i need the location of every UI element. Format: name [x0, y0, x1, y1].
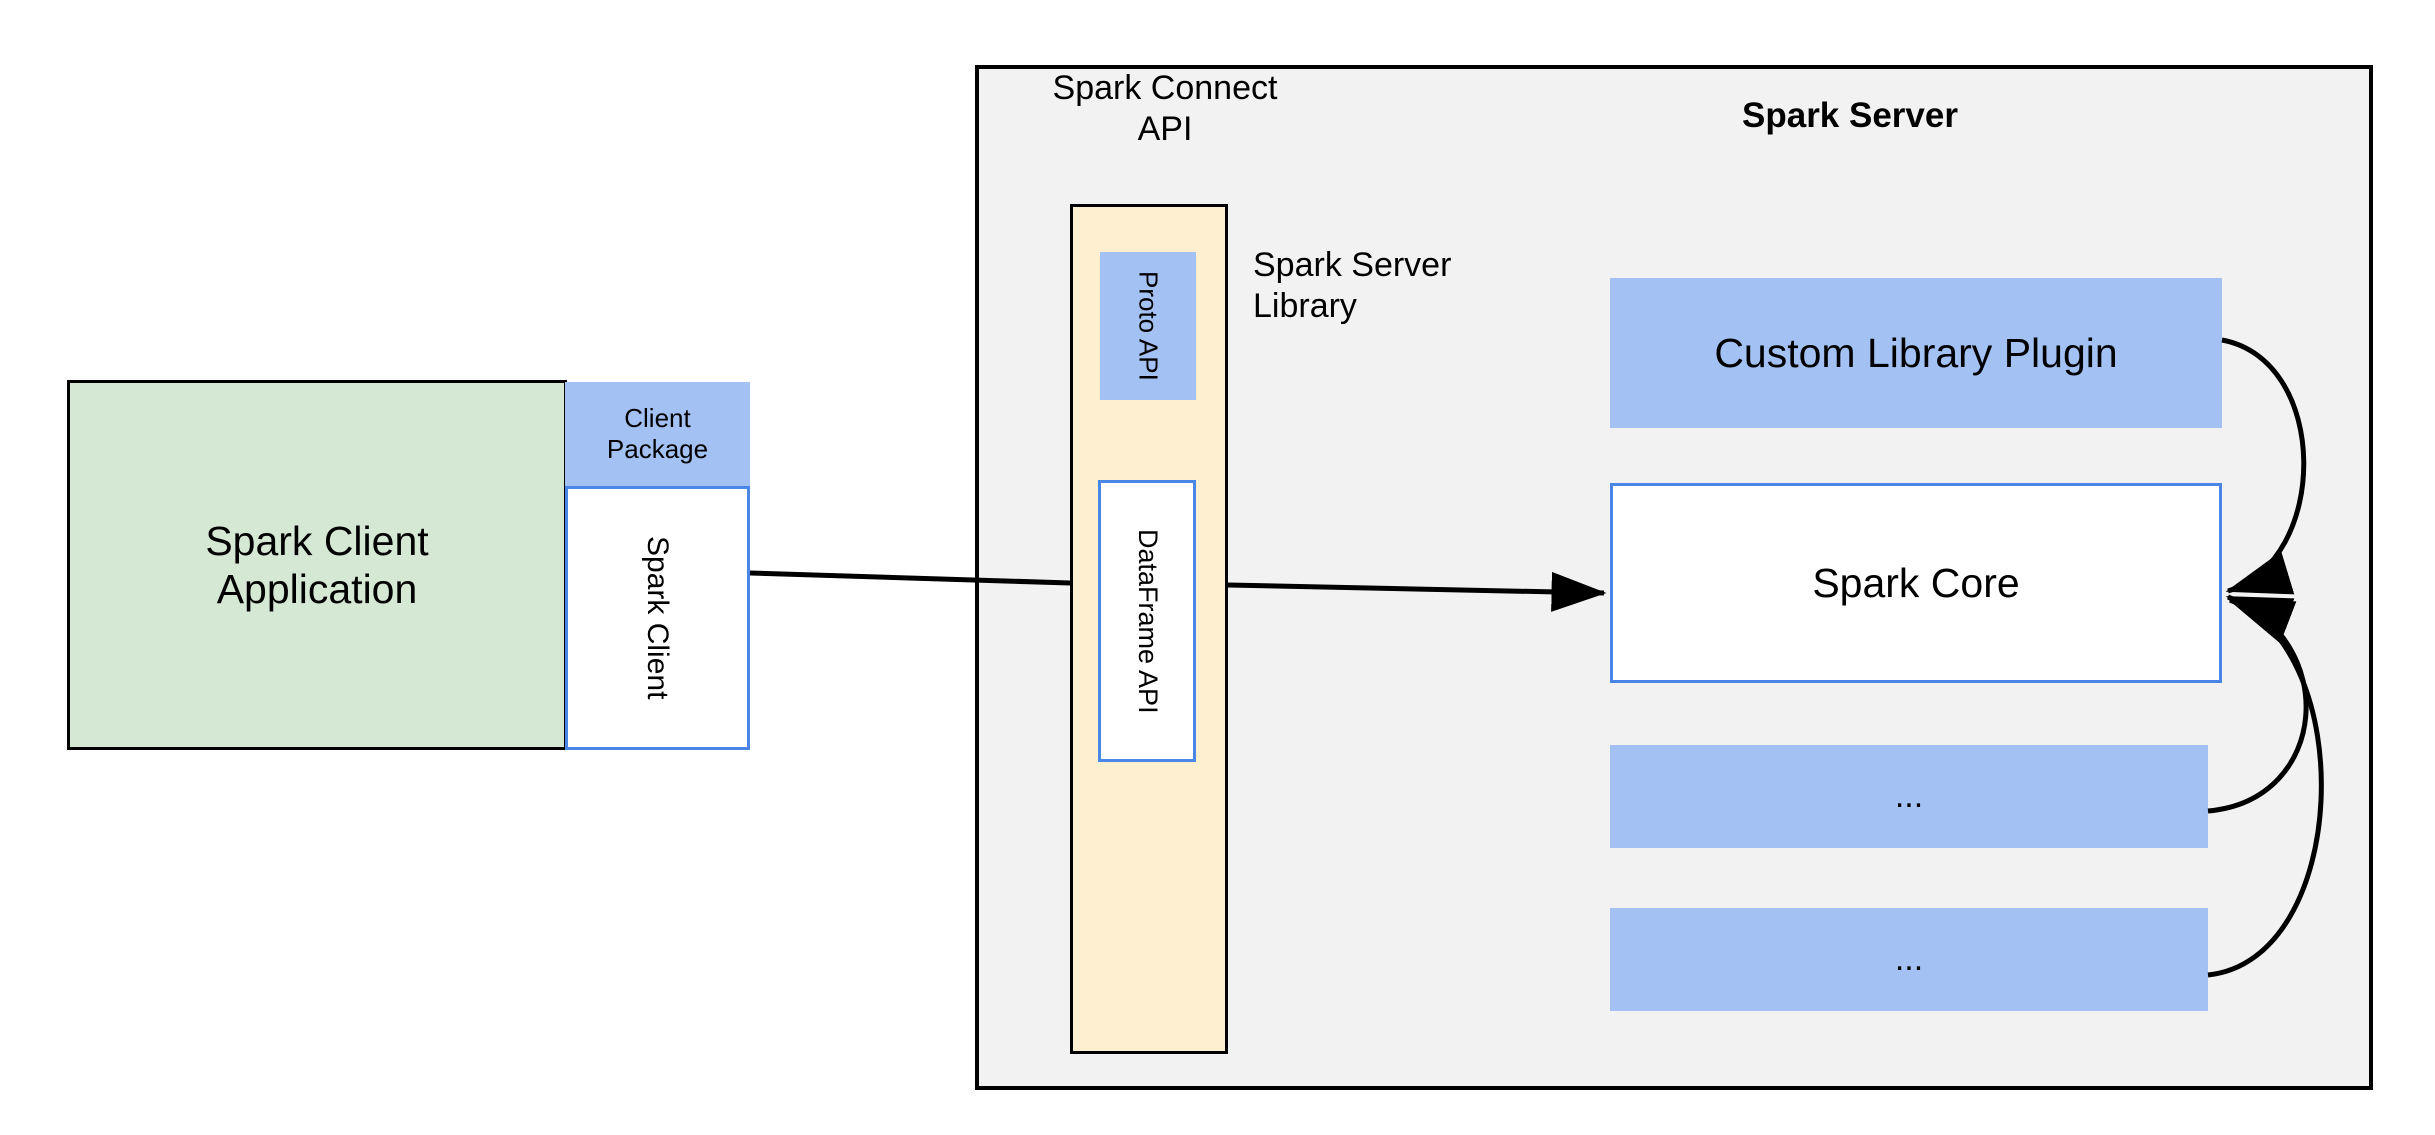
proto-api-label: Proto API [1133, 271, 1164, 381]
dataframe-api-label: DataFrame API [1132, 528, 1163, 714]
component-placeholder-label-1: ... [1894, 777, 1924, 816]
component-placeholder-box-2[interactable]: ... [1610, 908, 2208, 1011]
client-package-label: Client Package [606, 403, 709, 464]
proto-api-box[interactable]: Proto API [1100, 252, 1196, 400]
spark-client-box[interactable]: Spark Client [565, 486, 750, 750]
spark-client-label: Spark Client [641, 536, 675, 700]
spark-server-title: Spark Server [1742, 96, 1958, 135]
spark-client-application-label: Spark Client Application [205, 517, 429, 612]
component-placeholder-label-2: ... [1894, 940, 1924, 979]
spark-client-application-box[interactable]: Spark Client Application [67, 380, 567, 750]
spark-core-label: Spark Core [1812, 559, 2020, 606]
spark-server-library-label: Spark Server Library [1253, 246, 1452, 325]
spark-connect-api-label: Spark Connect API [1052, 69, 1278, 148]
custom-library-plugin-box[interactable]: Custom Library Plugin [1610, 278, 2222, 428]
client-package-box[interactable]: Client Package [565, 382, 750, 486]
dataframe-api-box[interactable]: DataFrame API [1098, 480, 1196, 762]
custom-library-plugin-label: Custom Library Plugin [1714, 329, 2118, 376]
component-placeholder-box-1[interactable]: ... [1610, 745, 2208, 848]
spark-core-box[interactable]: Spark Core [1610, 483, 2222, 683]
